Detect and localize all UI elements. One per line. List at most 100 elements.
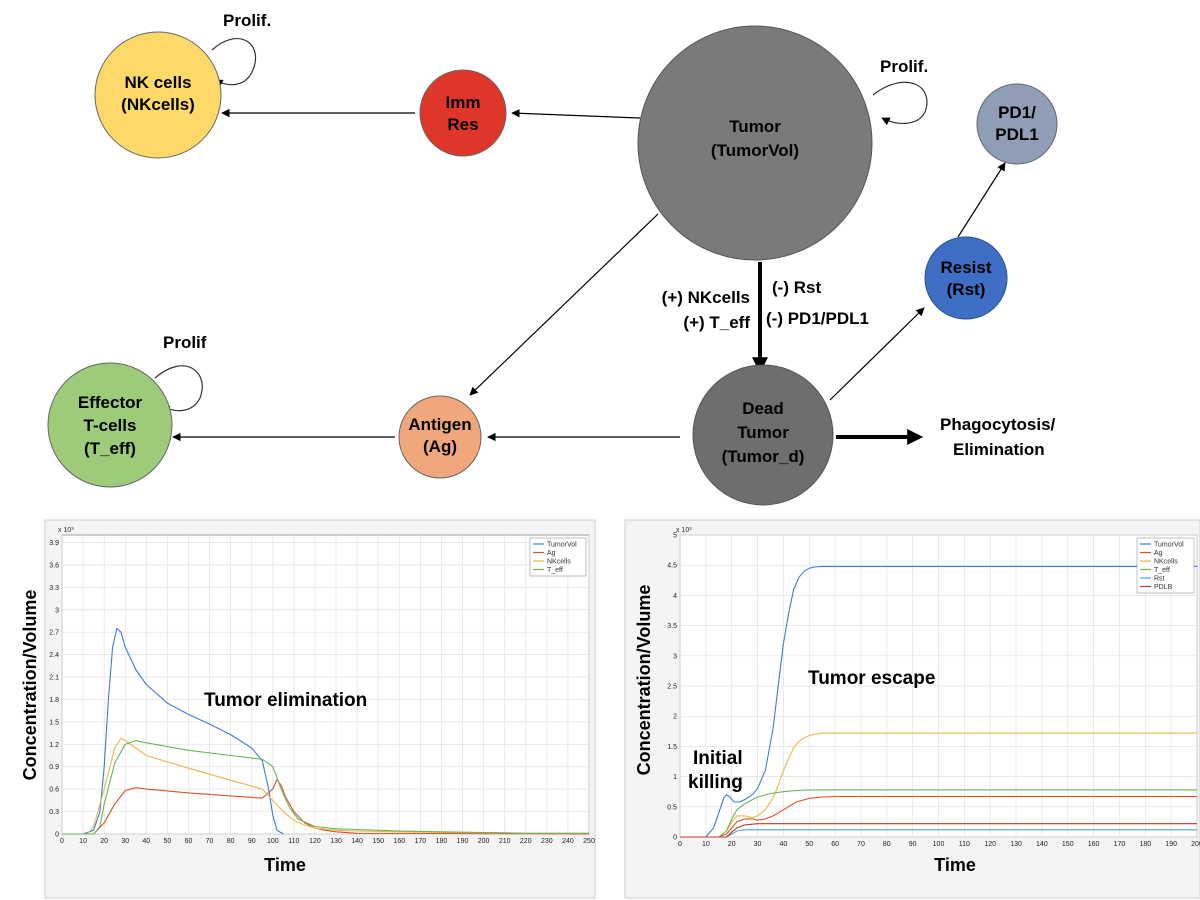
chart1-xtick-label: 120 — [309, 838, 321, 845]
node-effector-tcells: Effector T-cells (T_eff) — [47, 362, 173, 488]
legend-label-ag: Ag — [1154, 550, 1163, 557]
teff-prolif-label: Prolif — [163, 333, 207, 352]
legend-label-tumorvol: TumorVol — [547, 542, 577, 549]
resist-circle — [924, 236, 1008, 320]
series-tumorvol-line — [62, 627, 284, 835]
teff-circle — [47, 362, 173, 488]
chart1-xtick-label: 20 — [100, 838, 108, 845]
chart2-ytick-label: 0.5 — [667, 804, 677, 811]
deadtumor-label-line1: Dead — [742, 399, 784, 418]
immres-label-line1: Imm — [446, 93, 481, 112]
series-t-eff-line — [62, 740, 589, 835]
phagocytosis-label-line2: Elimination — [953, 440, 1045, 459]
series-ag-line — [680, 795, 1197, 838]
chart1-xtick-label: 250 — [583, 838, 595, 845]
node-tumor: Tumor (TumorVol) — [637, 25, 873, 261]
tumor-prolif-label: Prolif. — [880, 57, 928, 76]
chart2-annotation-killing: killing — [688, 772, 743, 793]
chart2-xtick-label: 50 — [805, 841, 813, 848]
chart1-xtick-label: 70 — [206, 838, 214, 845]
series-tumorvol-line — [680, 565, 1197, 838]
chart2-exponent: x 10³ — [676, 527, 692, 534]
chart1-grid — [61, 535, 590, 835]
legend-label-nkcells: NKcells — [547, 559, 571, 566]
phagocytosis-label-line1: Phagocytosis/ — [940, 415, 1056, 434]
chart2-xtick-label: 140 — [1036, 841, 1048, 848]
chart2-ytick-label: 4.5 — [667, 563, 677, 570]
diagram-edges — [154, 38, 1006, 445]
chart2-xtick-label: 110 — [959, 841, 970, 848]
pd1-circle — [976, 83, 1058, 165]
chart2-xtick-label: 200 — [1191, 841, 1200, 848]
chart1-xtick-label: 90 — [248, 838, 256, 845]
chart2-ytick-label: 3.5 — [667, 623, 677, 630]
chart2-xtick-label: 150 — [1062, 841, 1074, 848]
node-imm-res: Imm Res — [419, 69, 507, 157]
chart1-xtick-label: 0 — [60, 838, 64, 845]
nk-prolif-label: Prolif. — [223, 11, 271, 30]
deadtumor-label-line2: Tumor — [737, 423, 789, 442]
resist-label-line1: Resist — [940, 258, 991, 277]
chart1-xtick-label: 170 — [415, 838, 427, 845]
legend-label-nkcells: NKcells — [1154, 559, 1178, 566]
chart2-xtick-label: 190 — [1165, 841, 1177, 848]
chart2-ytick-label: 4 — [673, 593, 677, 600]
legend-label-ag: Ag — [547, 550, 556, 557]
chart2-xtick-label: 170 — [1114, 841, 1126, 848]
antigen-label-line1: Antigen — [408, 415, 471, 434]
chart2-xtick-label: 30 — [754, 841, 762, 848]
chart1-ytick-label: 0.3 — [49, 809, 59, 816]
chart2-xtick-label: 20 — [728, 841, 736, 848]
nk-label-line2: (NKcells) — [121, 95, 195, 114]
edge-tumor-to-immres — [511, 109, 641, 119]
chart1-xtick-label: 100 — [267, 838, 279, 845]
chart2-annotation-initial: Initial — [693, 748, 743, 769]
chart1-ylabel: Concentration/Volume — [20, 590, 40, 781]
chart1-xtick-label: 50 — [164, 838, 172, 845]
chart2-ytick-label: 3 — [673, 653, 677, 660]
deadtumor-label-line3: (Tumor_d) — [722, 447, 805, 466]
chart1-y-ticks: 00.30.60.91.21.51.82.12.42.733.33.63.9 — [49, 540, 59, 839]
teff-label-line2: T-cells — [84, 416, 137, 435]
chart2-ytick-label: 1 — [673, 774, 677, 781]
chart1-exponent: x 10³ — [58, 527, 74, 534]
deadtumor-circle — [692, 364, 834, 506]
edge-deadtumor-to-resist — [829, 307, 925, 401]
chart1-plot-area — [61, 534, 590, 835]
chart1-xtick-label: 200 — [478, 838, 490, 845]
pos-effects-line1: (+) NKcells — [662, 288, 750, 307]
chart2-grid — [679, 534, 1198, 838]
chart2-xtick-label: 40 — [780, 841, 788, 848]
chart1-xtick-label: 240 — [562, 838, 574, 845]
chart1-ytick-label: 1.5 — [49, 719, 59, 726]
edge-resist-to-pd1 — [957, 162, 1006, 238]
chart1-ytick-label: 1.8 — [49, 697, 59, 704]
chart2-xlabel: Time — [934, 855, 976, 875]
legend-label-rst: Rst — [1154, 576, 1165, 583]
chart2-xtick-label: 120 — [984, 841, 996, 848]
chart1-xtick-label: 10 — [79, 838, 87, 845]
series-nkcells-line — [680, 732, 1197, 838]
chart1-series — [62, 627, 590, 835]
chart1-xtick-label: 30 — [121, 838, 129, 845]
chart2-xtick-label: 0 — [678, 841, 682, 848]
legend-label-t_eff: T_eff — [1154, 567, 1170, 574]
node-resist: Resist (Rst) — [924, 236, 1008, 320]
chart2-xtick-label: 80 — [883, 841, 891, 848]
chart2-series — [680, 565, 1197, 838]
chart-tumor-elimination: 00.30.60.91.21.51.82.12.42.733.33.63.9 0… — [20, 519, 596, 899]
chart1-xtick-label: 180 — [436, 838, 448, 845]
neg-effects-line1: (-) Rst — [772, 278, 821, 297]
chart1-xtick-label: 220 — [520, 838, 532, 845]
teff-label-line1: Effector — [78, 393, 143, 412]
node-pd1-pdl1: PD1/ PDL1 — [976, 83, 1058, 165]
chart2-xtick-label: 10 — [702, 841, 710, 848]
teff-prolif-loop — [154, 365, 203, 414]
pd1-label-line2: PDL1 — [995, 125, 1038, 144]
chart2-legend-box — [1136, 537, 1195, 594]
antigen-circle — [398, 395, 482, 479]
chart2-y-ticks: 00.511.522.533.544.55 — [667, 533, 677, 842]
